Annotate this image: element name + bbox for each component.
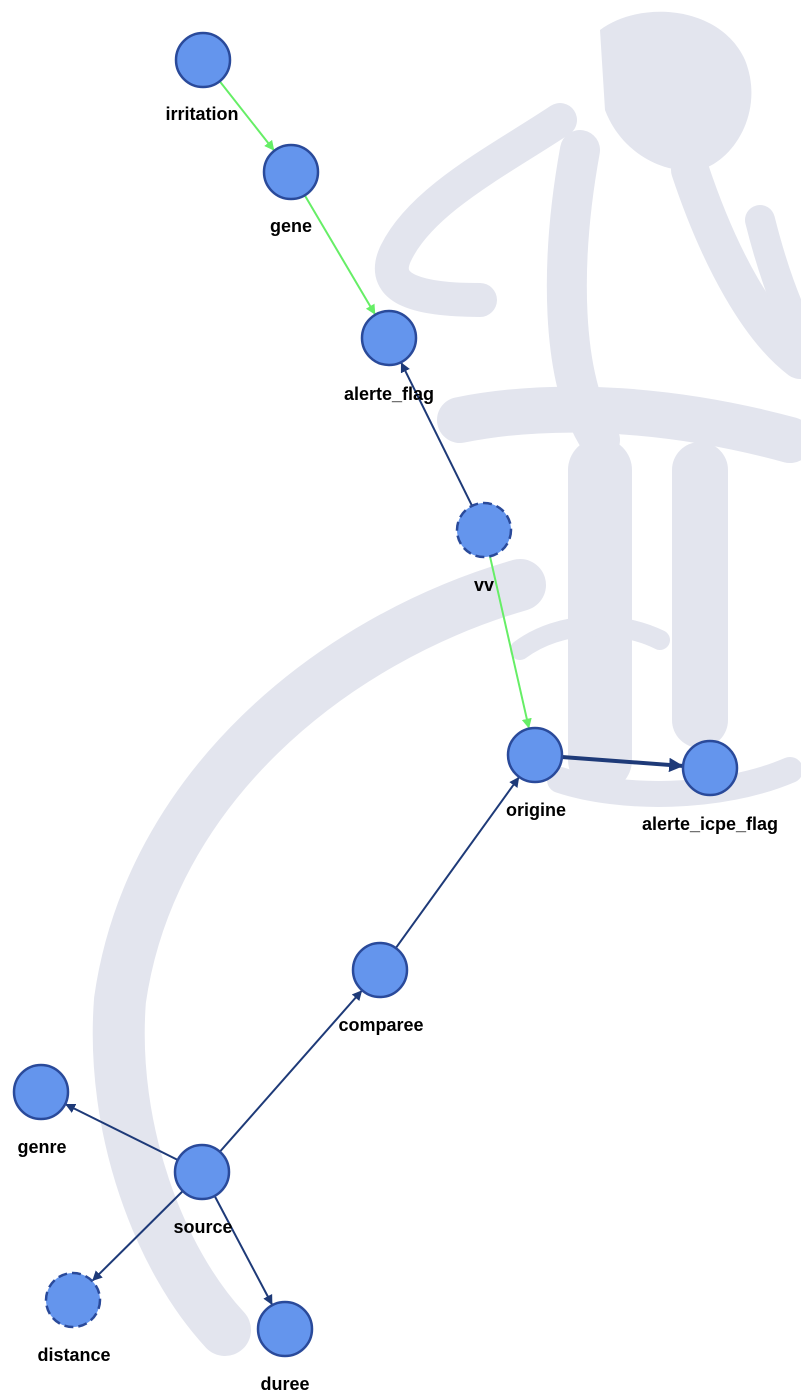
node-label: vv (474, 575, 494, 595)
edge-source-to-distance (92, 1190, 184, 1281)
node-duree[interactable]: duree (256, 1300, 314, 1393)
node-vv[interactable]: vv (455, 501, 513, 595)
node-label: duree (260, 1374, 309, 1393)
node-circle[interactable] (173, 1143, 231, 1201)
edge-gene-to-alerte_flag (303, 194, 376, 315)
node-label: irritation (165, 104, 238, 124)
node-label: origine (506, 800, 566, 820)
node-circle[interactable] (256, 1300, 314, 1358)
edge-layer (65, 80, 684, 1306)
node-irritation[interactable]: irritation (165, 31, 239, 124)
edge-irritation-to-gene (218, 80, 275, 151)
node-gene[interactable]: gene (262, 143, 320, 236)
node-circle[interactable] (351, 941, 409, 999)
node-circle[interactable] (12, 1063, 70, 1121)
edge-comparee-to-origine (394, 776, 520, 949)
node-circle[interactable] (44, 1271, 102, 1329)
edge-origine-to-alerte_icpe_flag (561, 755, 684, 773)
watermark-logo (92, 11, 801, 1356)
node-alerte_flag[interactable]: alerte_flag (344, 309, 434, 404)
edge-vv-to-alerte_flag (400, 362, 473, 507)
node-circle[interactable] (360, 309, 418, 367)
node-circle[interactable] (455, 501, 513, 559)
node-circle[interactable] (506, 726, 564, 784)
node-label: alerte_flag (344, 384, 434, 404)
node-label: distance (37, 1345, 110, 1365)
node-comparee[interactable]: comparee (338, 941, 424, 1035)
node-label: comparee (338, 1015, 423, 1035)
node-circle[interactable] (174, 31, 232, 89)
node-distance[interactable]: distance (37, 1271, 111, 1365)
node-label: alerte_icpe_flag (642, 814, 778, 834)
node-genre[interactable]: genre (12, 1063, 70, 1157)
node-label: genre (17, 1137, 66, 1157)
edge-source-to-duree (213, 1195, 273, 1306)
node-alerte_icpe_flag[interactable]: alerte_icpe_flag (642, 739, 778, 834)
node-origine[interactable]: origine (506, 726, 566, 820)
node-label: source (173, 1217, 232, 1237)
edge-source-to-genre (65, 1103, 179, 1161)
node-circle[interactable] (681, 739, 739, 797)
edge-source-to-comparee (219, 990, 363, 1153)
node-label: gene (270, 216, 312, 236)
edge-vv-to-origine (488, 556, 532, 729)
node-circle[interactable] (262, 143, 320, 201)
node-source[interactable]: source (173, 1143, 233, 1237)
